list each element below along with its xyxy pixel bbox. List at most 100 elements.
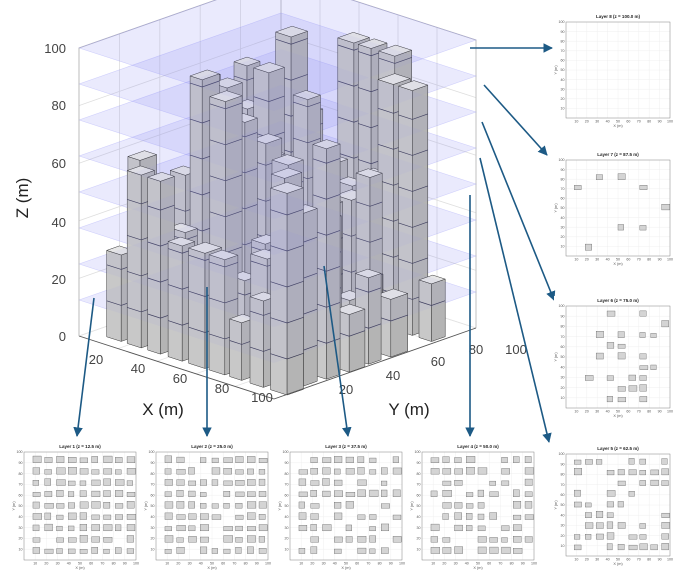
building-top [168,222,199,233]
building-footprint [56,479,66,486]
building-footprint [235,456,244,463]
x-axis-label: X (m) [142,400,184,419]
layer-plot-x-label: X (m) [613,124,623,128]
building-footprint [310,536,319,543]
building-footprint [650,469,659,476]
layer-plot-x-tick: 90 [658,258,662,262]
building-footprint [639,225,647,231]
building-footprint [176,525,186,532]
layer-plot-y-tick: 50 [285,504,289,508]
layer-plot-y-tick: 60 [19,493,23,497]
building-footprint [334,502,342,509]
layer-plot-layer6: Layer 6 (z = 75.0 m)10102020303040405050… [554,296,674,422]
building-footprint [334,456,343,463]
building-footprint [188,513,197,520]
layer-plot-y-tick: 20 [417,537,421,541]
building-footprint [258,514,266,520]
building-footprint [466,513,473,520]
building-footprint [442,502,452,509]
building-footprint [44,491,53,497]
building-footprint [200,503,207,509]
layer-plot-title: Layer 4 (z = 50.0 m) [457,444,499,449]
layer-plot-x-tick: 40 [199,562,203,566]
building-floor-line [398,149,428,156]
layer-plot-y-label: Y (m) [144,501,148,511]
building-footprint [56,514,64,520]
x-tick-labels: 20 40 60 80 100 [89,352,273,405]
building-top [274,25,309,38]
layer-plot-x-label: X (m) [341,566,351,570]
building-footprint [223,457,233,463]
layer-planes-front [79,0,476,363]
building-footprint [661,468,669,476]
building-footprint [176,456,185,463]
layer-plot-x-tick: 90 [123,562,127,566]
building-footprint [164,535,174,543]
building-footprint [628,385,638,392]
layer-plot-x-tick: 70 [637,258,641,262]
building-footprint [126,524,136,532]
building-footprint [211,479,219,486]
layer-plot-y-tick: 40 [561,216,565,220]
building-top [357,38,388,49]
building-footprint [247,501,257,509]
layer-plot-y-tick: 70 [561,187,565,191]
layer-plot-x-tick: 10 [574,558,578,562]
building-footprint [381,489,388,497]
layer-plot-y-tick: 60 [561,197,565,201]
layer-plot-y-tick: 20 [151,537,155,541]
building-footprint [79,490,87,497]
layer-plot-x-tick: 60 [355,562,359,566]
layer-plot-y-tick: 50 [19,504,23,508]
building-footprint [345,492,356,497]
building-footprint [258,458,268,463]
building-footprint [513,548,523,554]
building-footprint [501,537,508,543]
layer-plot-x-label: X (m) [613,414,623,418]
building-footprint [639,470,646,476]
layer-plane [79,13,476,147]
building-footprint [466,467,475,475]
building-footprint [650,333,657,338]
building-footprint [628,469,637,476]
building-footprint [164,468,172,475]
building-column [333,303,366,373]
building-footprint [501,480,510,486]
layer-plot-title: Layer 8 (z = 100.0 m) [596,14,640,19]
layer-plot-y-tick: 30 [285,526,289,530]
building-footprint [357,547,367,554]
building-footprint [513,524,522,532]
building-footprint [513,456,520,463]
building-floor-line [189,80,220,88]
building-footprint [298,491,308,497]
layer-plot-frame [565,159,671,257]
building-footprint [489,480,496,486]
y-tick: 80 [469,342,483,357]
layer-plot-y-tick: 60 [285,493,289,497]
layer-plot-y-tick: 20 [19,537,23,541]
building-floor-line [398,221,428,228]
layer-plot-y-tick: 100 [149,450,155,454]
building-footprint [477,525,486,532]
building-footprint [524,501,533,509]
building-footprint [639,523,646,529]
building-footprint [235,514,244,520]
building-footprint [628,534,638,540]
building-footprint [345,468,355,475]
layer-plot-x-tick: 40 [333,562,337,566]
building-footprint [322,457,332,463]
building-footprint [56,525,63,532]
building-footprint [322,490,331,497]
building-footprint [334,490,343,497]
layer-plane [79,121,476,255]
x-tick: 80 [215,381,229,396]
building-footprint [661,512,670,518]
building-footprint [79,457,88,463]
building-footprint [357,456,365,463]
layer-plot-y-tick: 90 [417,461,421,465]
layer-plot-y-tick: 80 [561,325,565,329]
z-tick: 100 [44,41,66,56]
layer-plot-y-tick: 90 [561,314,565,318]
building-footprint [334,479,343,486]
building-footprint [650,479,659,486]
